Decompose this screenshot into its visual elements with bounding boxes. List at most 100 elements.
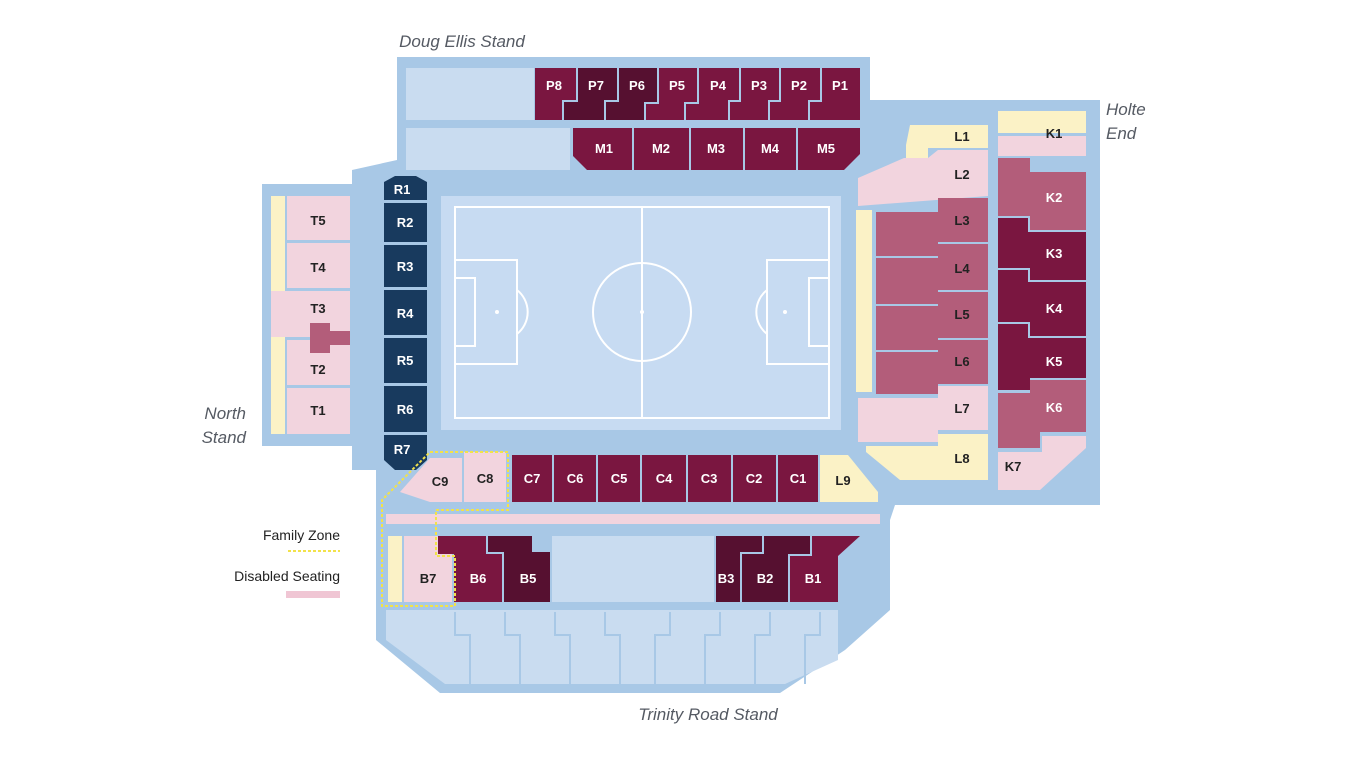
block-R3[interactable]: [384, 245, 427, 287]
legend-disabled-seating-label: Disabled Seating: [234, 568, 340, 584]
north-stand-label-line2: Stand: [202, 428, 247, 447]
block-T4[interactable]: [287, 243, 350, 288]
trinity-disabled-strip: [388, 536, 402, 602]
block-P5[interactable]: [646, 68, 697, 120]
block-B3[interactable]: [716, 536, 762, 602]
label-M3: M3: [707, 141, 725, 156]
block-M4[interactable]: [745, 128, 796, 170]
block-B5[interactable]: [488, 536, 550, 602]
north-executive-box: [310, 323, 350, 353]
block-K5[interactable]: [998, 324, 1086, 390]
trinity-middle-concourse: [552, 536, 714, 602]
label-M5: M5: [817, 141, 835, 156]
block-C9[interactable]: [400, 458, 462, 502]
label-L5: L5: [954, 307, 969, 322]
block-C1[interactable]: [778, 455, 818, 502]
block-K1[interactable]: [998, 111, 1086, 133]
trinity-road-stand-label: Trinity Road Stand: [638, 705, 778, 724]
block-C4[interactable]: [642, 455, 686, 502]
block-K3[interactable]: [998, 218, 1086, 280]
block-L3[interactable]: [876, 198, 988, 256]
label-L1: L1: [954, 129, 969, 144]
block-R6[interactable]: [384, 386, 427, 432]
block-L6[interactable]: [876, 340, 988, 394]
block-L1[interactable]: [906, 125, 988, 158]
label-R6: R6: [397, 402, 414, 417]
block-P7[interactable]: [564, 68, 617, 120]
label-L3: L3: [954, 213, 969, 228]
block-R1[interactable]: [384, 176, 427, 200]
block-L9[interactable]: [820, 455, 878, 502]
c-blocks: C9 C8 C7 C6 C5 C4 C3 C2 C1 L9: [400, 452, 878, 502]
label-C5: C5: [611, 471, 628, 486]
label-L9: L9: [835, 473, 850, 488]
block-B2[interactable]: [742, 536, 810, 602]
label-R5: R5: [397, 353, 414, 368]
holte-disabled-strip: [856, 210, 872, 392]
label-B3: B3: [718, 571, 735, 586]
block-C3[interactable]: [688, 455, 731, 502]
label-L2: L2: [954, 167, 969, 182]
label-R3: R3: [397, 259, 414, 274]
trinity-walkway: [386, 514, 880, 524]
label-B2: B2: [757, 571, 774, 586]
label-K1: K1: [1046, 126, 1063, 141]
label-P7: P7: [588, 78, 604, 93]
block-K2[interactable]: [998, 158, 1086, 230]
block-C5[interactable]: [598, 455, 640, 502]
block-R4[interactable]: [384, 290, 427, 335]
block-C7[interactable]: [512, 455, 552, 502]
block-L5[interactable]: [876, 292, 988, 350]
block-P4[interactable]: [686, 68, 739, 120]
penalty-spot-right: [783, 310, 787, 314]
centre-spot: [640, 310, 644, 314]
label-B7: B7: [420, 571, 437, 586]
label-M1: M1: [595, 141, 613, 156]
block-L8[interactable]: [866, 434, 988, 480]
label-C8: C8: [477, 471, 494, 486]
block-K7[interactable]: [998, 436, 1086, 490]
label-P5: P5: [669, 78, 685, 93]
block-P2[interactable]: [770, 68, 820, 120]
block-M5[interactable]: [798, 128, 860, 170]
label-R2: R2: [397, 215, 414, 230]
block-K4[interactable]: [998, 270, 1086, 336]
doug-ellis-lower-concourse: [406, 128, 570, 170]
block-P6[interactable]: [606, 68, 657, 120]
block-C2[interactable]: [733, 455, 776, 502]
block-C8[interactable]: [464, 452, 506, 502]
north-stand-label-line1: North: [204, 404, 246, 423]
family-zone-outline: [381, 451, 509, 607]
block-B1[interactable]: [790, 536, 860, 602]
block-C6[interactable]: [554, 455, 596, 502]
label-P2: P2: [791, 78, 807, 93]
label-K7: K7: [1005, 459, 1022, 474]
block-P1[interactable]: [810, 68, 860, 120]
stand-labels: Doug Ellis Stand Holte End North Stand T…: [202, 32, 1146, 724]
label-C1: C1: [790, 471, 807, 486]
block-L2[interactable]: [858, 150, 988, 206]
block-P8[interactable]: [535, 68, 576, 120]
block-R7[interactable]: [384, 435, 427, 470]
block-L4[interactable]: [876, 244, 988, 304]
block-M2[interactable]: [634, 128, 689, 170]
block-R5[interactable]: [384, 338, 427, 383]
legend: Family Zone Disabled Seating: [234, 527, 340, 598]
block-M1[interactable]: [573, 128, 632, 170]
k-blocks: K1 K2 K3 K4 K5 K6 K7: [998, 111, 1086, 490]
k1-lower-strip: [998, 136, 1086, 156]
block-T1[interactable]: [287, 388, 350, 434]
block-L7[interactable]: [858, 386, 988, 442]
label-T2: T2: [310, 362, 325, 377]
block-R2[interactable]: [384, 203, 427, 242]
block-M3[interactable]: [691, 128, 743, 170]
block-K6[interactable]: [998, 380, 1086, 448]
block-P3[interactable]: [730, 68, 779, 120]
trinity-concourse-dividers: [454, 612, 821, 684]
block-T5[interactable]: [287, 196, 350, 240]
label-P8: P8: [546, 78, 562, 93]
label-L4: L4: [954, 261, 970, 276]
doug-ellis-upper-concourse: [406, 68, 534, 120]
label-C2: C2: [746, 471, 763, 486]
label-L8: L8: [954, 451, 969, 466]
